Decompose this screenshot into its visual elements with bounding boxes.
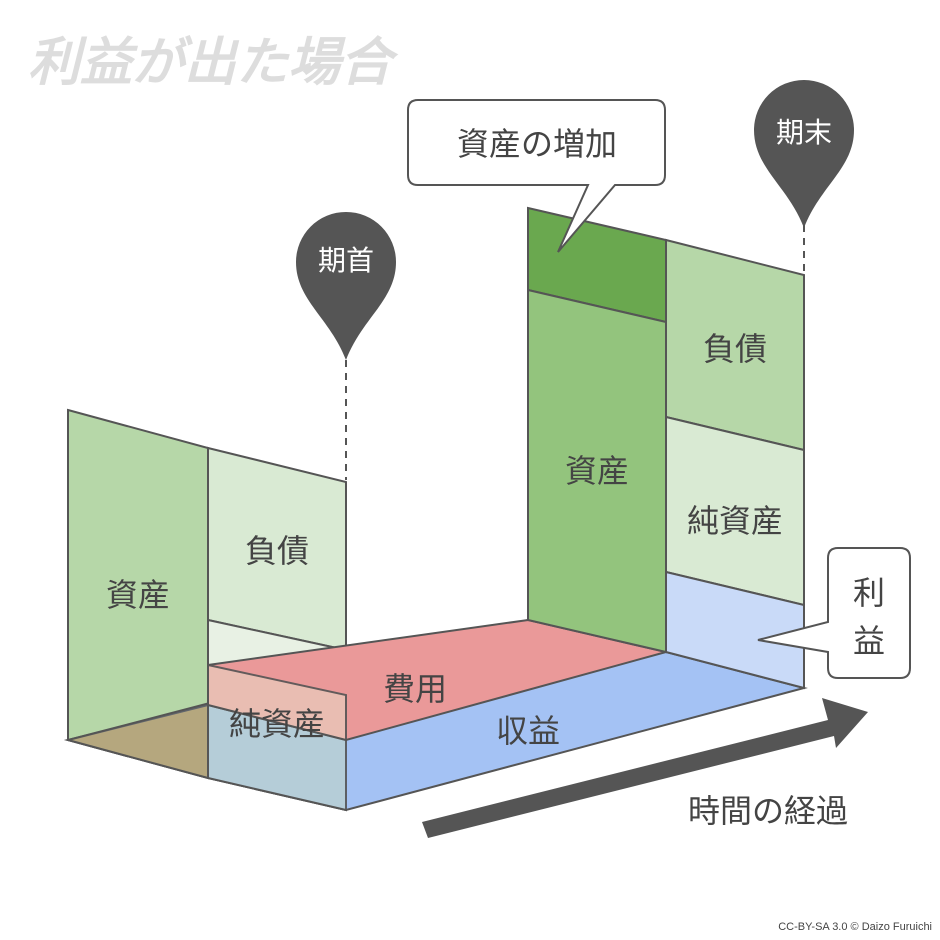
time-axis-label: 時間の経過 xyxy=(688,792,848,830)
start-liabilities-label: 負債 xyxy=(245,532,309,570)
expenses-label: 費用 xyxy=(383,670,447,708)
start-pin-icon xyxy=(296,211,396,360)
profit-callout xyxy=(757,547,911,679)
end-liabilities-label: 負債 xyxy=(703,330,767,368)
profit-panel xyxy=(665,570,805,690)
diagram-title: 利益が出た場合 xyxy=(28,33,399,93)
profit-label-line1: 利 xyxy=(853,574,885,612)
asset-increase-label: 資産の増加 xyxy=(457,125,617,163)
profit-label-line2: 益 xyxy=(853,622,885,660)
credit-text: CC-BY-SA 3.0 © Daizo Furuichi xyxy=(778,921,932,933)
start-net-assets-label: 純資産 xyxy=(229,705,325,743)
start-assets-label: 資産 xyxy=(106,576,170,614)
end-pin-icon xyxy=(754,80,854,228)
end-pin-label: 期末 xyxy=(776,116,832,149)
end-assets-label: 資産 xyxy=(565,452,629,490)
start-net-assets-expense-overlap xyxy=(207,663,347,742)
end-net-assets-label: 純資産 xyxy=(687,502,783,540)
start-pin-label: 期首 xyxy=(318,244,374,277)
time-arrow-icon xyxy=(422,698,868,838)
revenue-label: 収益 xyxy=(496,712,560,750)
asset-increase-callout xyxy=(407,99,666,253)
